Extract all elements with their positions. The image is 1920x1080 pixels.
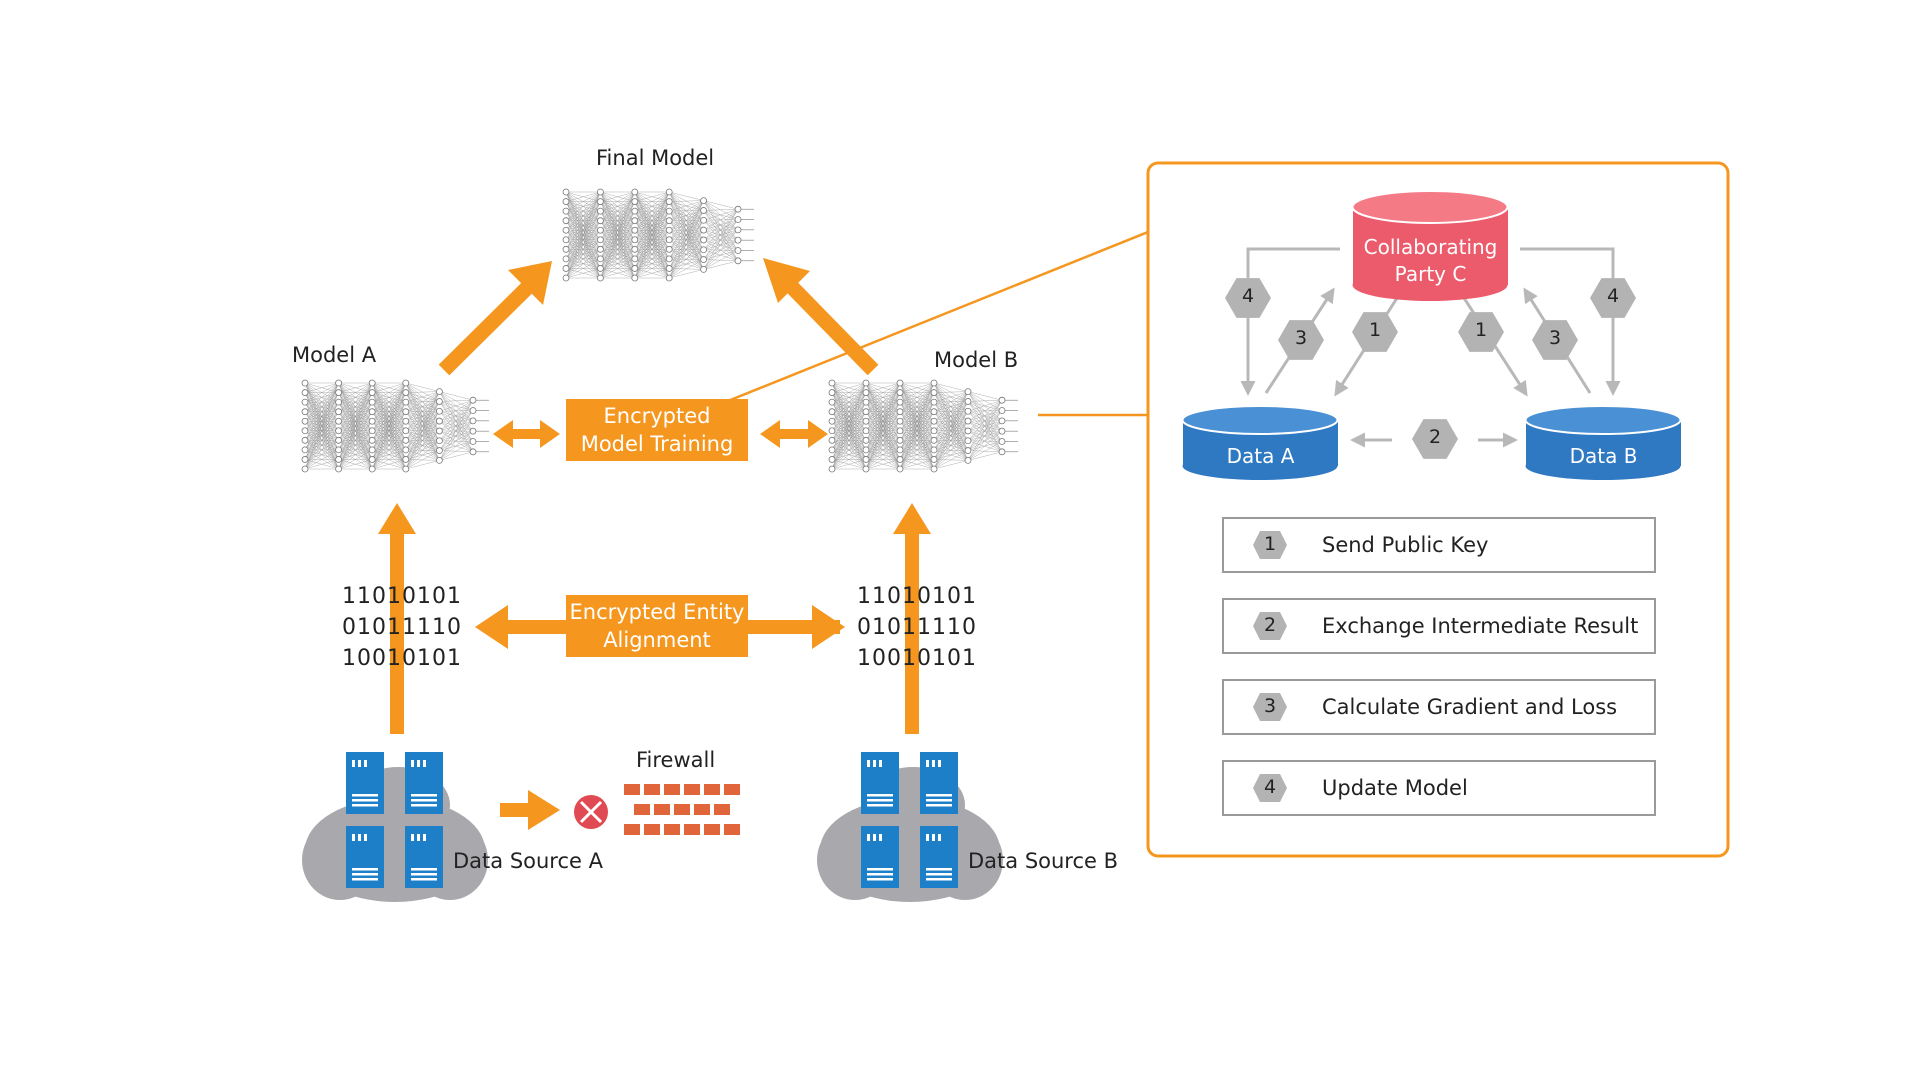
encrypted-entity-alignment-line-1: Encrypted Entity (569, 600, 745, 624)
encrypted-model-training-line-2: Model Training (580, 432, 734, 456)
legend-num-2: 2 (1263, 614, 1277, 636)
binary-data-b: 11010101 01011110 10010101 (857, 581, 977, 674)
model-b-network-icon (828, 379, 1018, 473)
step-1-left-number: 1 (1368, 319, 1382, 341)
data-source-b-label: Data Source B (968, 849, 1119, 873)
party-c-line-1: Collaborating (1363, 235, 1498, 259)
encrypted-entity-alignment-line-2: Alignment (603, 628, 711, 652)
legend-row-2: 2 Exchange Intermediate Result (1222, 598, 1656, 654)
legend-text-3: Calculate Gradient and Loss (1322, 695, 1618, 719)
step-4-right-number: 4 (1606, 285, 1620, 307)
cloud-data-source-b (817, 767, 1003, 902)
arrow-to-firewall (500, 790, 560, 830)
binary-a-line-3: 10010101 (342, 646, 462, 671)
encrypted-model-training-line-1: Encrypted (603, 404, 711, 428)
party-c-line-2: Party C (1394, 262, 1467, 286)
legend-row-4: 4 Update Model (1222, 760, 1656, 816)
final-model-label: Final Model (596, 146, 715, 170)
legend-num-1: 1 (1263, 533, 1277, 555)
model-a-label: Model A (292, 343, 377, 367)
legend-row-1: 1 Send Public Key (1222, 517, 1656, 573)
data-a-label: Data A (1226, 444, 1295, 468)
binary-b-line-1: 11010101 (857, 584, 977, 609)
step-3-right-number: 3 (1548, 327, 1562, 349)
legend-hex-3-icon (1253, 693, 1287, 721)
binary-b-line-2: 01011110 (857, 615, 977, 640)
binary-a-line-2: 01011110 (342, 615, 462, 640)
detail-connector-lines (717, 230, 1149, 417)
step-1-right-number: 1 (1474, 319, 1488, 341)
model-b-label: Model B (934, 348, 1019, 372)
firewall-label: Firewall (636, 748, 716, 772)
encrypted-entity-alignment-box: Encrypted Entity Alignment (566, 595, 748, 657)
data-a-cylinder (1181, 405, 1339, 480)
final-model-network-icon (562, 188, 754, 282)
binary-b-line-3: 10010101 (857, 646, 977, 671)
collaborating-party-c-cylinder (1351, 190, 1509, 301)
binary-data-a: 11010101 01011110 10010101 (342, 581, 462, 674)
legend-text-1: Send Public Key (1322, 533, 1489, 557)
server-icons (346, 752, 958, 888)
legend-hex-2-icon (1253, 612, 1287, 640)
encrypted-model-training-box: Encrypted Model Training (566, 399, 748, 461)
legend-text-4: Update Model (1322, 776, 1468, 800)
legend-hex-4-icon (1253, 774, 1287, 802)
data-b-label: Data B (1569, 444, 1638, 468)
legend-text-2: Exchange Intermediate Result (1322, 614, 1639, 638)
party-c-label: Collaborating Party C (1353, 234, 1508, 288)
blocked-icon (574, 795, 608, 829)
legend-num-4: 4 (1263, 776, 1277, 798)
legend-row-3: 3 Calculate Gradient and Loss (1222, 679, 1656, 735)
step-4-left-number: 4 (1241, 285, 1255, 307)
arrow-data-source-a-up (378, 503, 416, 734)
binary-a-line-1: 11010101 (342, 584, 462, 609)
legend-hex-1-icon (1253, 531, 1287, 559)
arrow-training-model-b (760, 420, 828, 448)
arrow-model-b-to-final (763, 258, 879, 376)
step-3-left-number: 3 (1294, 327, 1308, 349)
model-a-network-icon (301, 379, 489, 473)
legend-num-3: 3 (1263, 695, 1277, 717)
data-b-cylinder (1524, 405, 1682, 480)
step-hexagons (1225, 278, 1636, 459)
firewall-icon (624, 784, 740, 835)
arrow-data-source-b-up (893, 503, 931, 734)
arrow-model-a-training (493, 420, 560, 448)
step-2-number: 2 (1428, 426, 1442, 448)
data-source-a-label: Data Source A (453, 849, 603, 873)
arrow-model-a-to-final (438, 261, 552, 376)
cloud-data-source-a (302, 767, 488, 902)
